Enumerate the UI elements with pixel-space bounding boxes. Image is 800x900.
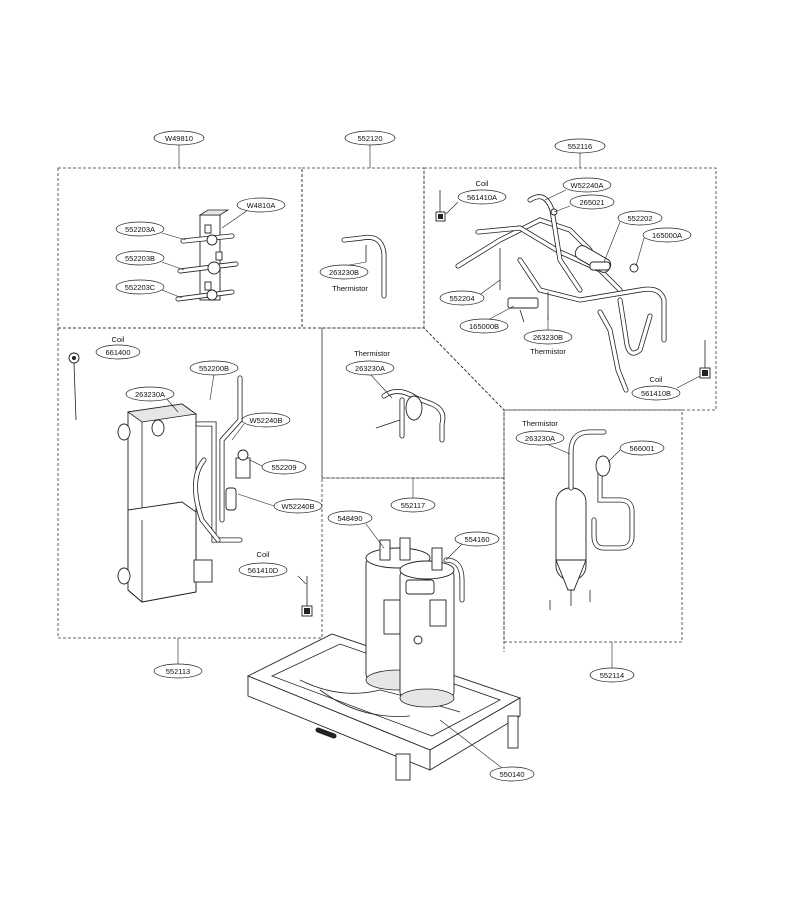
label-oval-552203b: [115, 250, 165, 266]
label-oval-552116: [554, 138, 606, 154]
label-oval-w52240b-lower: [273, 498, 323, 514]
label-oval-263230a-mid: [345, 360, 395, 376]
label-561410a: 561410A: [467, 193, 497, 202]
label-coil-top: Coil: [476, 179, 489, 188]
label-561410d: 561410D: [248, 566, 279, 575]
label-552120: 552120: [357, 134, 382, 143]
label-oval-552114: [589, 667, 635, 683]
group-w49810-box: [57, 167, 303, 329]
label-oval-552117: [390, 497, 436, 513]
label-oval-552202: [617, 210, 663, 226]
accumulator-drawing: [549, 429, 635, 610]
label-oval-550140: [489, 766, 535, 782]
group-552120-box: [301, 167, 425, 329]
label-oval-552203a: [115, 221, 165, 237]
label-oval-552113: [153, 663, 203, 679]
label-661400: 661400: [105, 348, 130, 357]
label-552204: 552204: [449, 294, 474, 303]
label-550140: 550140: [499, 770, 524, 779]
label-263230b-top: 263230B: [329, 268, 359, 277]
label-oval-263230b-right: [523, 329, 573, 345]
label-w49810: W49810: [165, 134, 193, 143]
coil-561410a-drawing: [435, 190, 446, 222]
label-552117: 552117: [401, 501, 425, 510]
label-oval-552200b: [189, 360, 239, 376]
group-boundaries: [57, 167, 717, 652]
label-265021: 265021: [579, 198, 604, 207]
label-w52240a: W52240A: [571, 181, 604, 190]
label-552113: 552113: [166, 667, 190, 676]
label-552209: 552209: [271, 463, 296, 472]
label-oval-552203c: [115, 279, 165, 295]
label-oval-561410d: [238, 562, 288, 578]
label-554160: 554160: [464, 535, 489, 544]
label-thermistor-right: Thermistor: [522, 419, 558, 428]
label-oval-w4810a: [236, 197, 286, 213]
four-way-valve-assembly-drawing: [455, 194, 667, 393]
label-oval-552120: [344, 130, 396, 146]
label-263230a-mid: 263230A: [355, 364, 385, 373]
coil-561410b-drawing: [699, 340, 711, 379]
label-oval-561410b: [631, 385, 681, 401]
label-oval-165000a: [642, 227, 692, 243]
label-coil-left: Coil: [112, 335, 125, 344]
label-thermistor-mid: Thermistor: [354, 349, 390, 358]
group-552116-box: [423, 167, 717, 411]
label-oval-661400: [95, 344, 141, 360]
label-oval-263230b-top: [319, 264, 369, 280]
label-oval-w52240b-upper: [241, 412, 291, 428]
label-oval-548490: [327, 510, 373, 526]
label-w52240b-upper: W52240B: [250, 416, 283, 425]
label-w4810a: W4810A: [247, 201, 276, 210]
plate-heat-exchanger-drawing: [117, 375, 251, 603]
valve-manifold-drawing: [175, 209, 239, 302]
label-552116: 552116: [568, 142, 592, 151]
label-552203b: 552203B: [125, 254, 155, 263]
label-thermistor-552116: Thermistor: [530, 347, 566, 356]
label-coil-right: Coil: [650, 375, 663, 384]
label-oval-265021: [569, 194, 615, 210]
label-thermistor-552120: Thermistor: [332, 284, 368, 293]
label-oval-w49810: [153, 130, 205, 146]
label-oval-w52240a: [562, 177, 612, 193]
label-552200b: 552200B: [199, 364, 229, 373]
label-oval-552204: [439, 290, 485, 306]
base-frame-drawing: [246, 633, 522, 781]
label-oval-566001: [619, 440, 665, 456]
label-263230a-right: 263230A: [525, 434, 555, 443]
label-561410b: 561410B: [641, 389, 671, 398]
label-oval-165000b: [459, 318, 509, 334]
label-165000a: 165000A: [652, 231, 682, 240]
label-263230b-right: 263230B: [533, 333, 563, 342]
label-552114: 552114: [600, 671, 624, 680]
label-oval-263230a-left: [125, 386, 175, 402]
label-548490: 548490: [337, 514, 362, 523]
label-165000b: 165000B: [469, 322, 499, 331]
thermistor-pipe-mid-drawing: [375, 389, 446, 443]
label-coil-lower: Coil: [257, 550, 270, 559]
label-552203c: 552203C: [125, 283, 156, 292]
label-oval-561410a: [457, 189, 507, 205]
coil-561410d-drawing: [301, 576, 313, 617]
label-566001: 566001: [629, 444, 654, 453]
label-oval-263230a-right: [515, 430, 565, 446]
label-552202: 552202: [627, 214, 652, 223]
group-552113-box: [57, 327, 323, 639]
label-552203a: 552203A: [125, 225, 155, 234]
label-263230a-left: 263230A: [135, 390, 165, 399]
label-oval-552209: [261, 459, 307, 475]
coil-661400-drawing: [68, 352, 80, 421]
thermistor-pipe-drawing: [341, 234, 387, 299]
compressor-554160-drawing: [399, 547, 465, 708]
label-oval-554160: [454, 531, 500, 547]
label-w52240b-lower: W52240B: [282, 502, 315, 511]
